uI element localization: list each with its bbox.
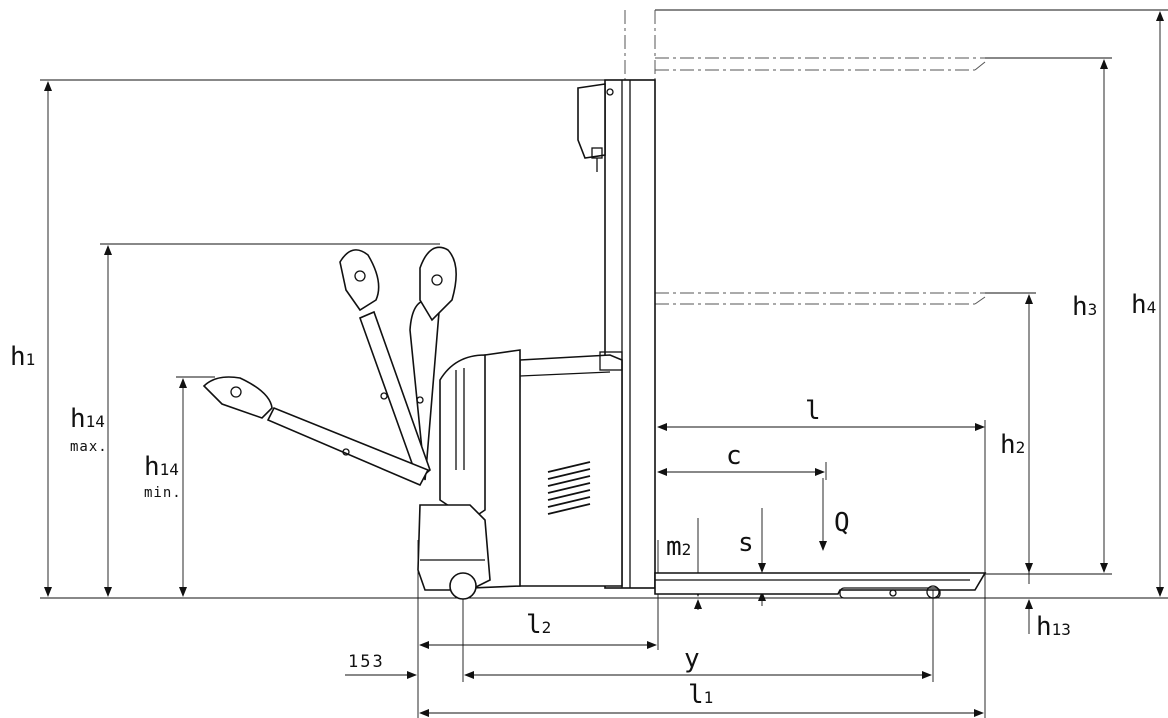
raised-mast-outline xyxy=(624,10,986,80)
mid-fork-outline xyxy=(655,292,986,305)
dimension-y xyxy=(462,585,934,682)
mast-display-unit xyxy=(577,83,614,172)
dimension-h1 xyxy=(40,79,625,597)
label-y: y xyxy=(684,644,700,674)
dimension-c xyxy=(657,462,827,480)
dimension-h2 xyxy=(985,292,1036,573)
dimension-h3 xyxy=(985,57,1112,575)
label-l2: l2 xyxy=(526,610,552,640)
label-l: l xyxy=(805,396,821,426)
tiller-horizontal xyxy=(202,376,430,487)
label-c: c xyxy=(726,441,742,471)
label-h1: h1 xyxy=(10,342,36,372)
label-h14-min: h14 xyxy=(144,452,179,482)
label-l1: l1 xyxy=(688,680,714,710)
forks xyxy=(654,572,987,599)
dimension-l xyxy=(657,420,986,718)
vent-grille xyxy=(547,461,591,515)
label-m2: m2 xyxy=(666,532,692,562)
label-h14-max-note: max. xyxy=(70,439,108,455)
label-h13: h13 xyxy=(1036,612,1071,642)
dimension-h14-max xyxy=(100,243,440,597)
drive-wheel xyxy=(449,572,477,600)
label-h2: h2 xyxy=(1000,430,1026,460)
tiller-vertical xyxy=(409,246,457,481)
label-h3: h3 xyxy=(1072,292,1098,322)
dimension-h14-min xyxy=(176,376,215,597)
label-h14-min-note: min. xyxy=(144,485,182,501)
label-offset-153: 153 xyxy=(348,652,385,672)
tiller-mid xyxy=(339,249,431,482)
label-s: s xyxy=(738,528,754,558)
label-h4: h4 xyxy=(1131,290,1157,320)
label-h14-max: h14 xyxy=(70,404,105,434)
truck-body xyxy=(417,349,623,600)
label-q: Q xyxy=(834,508,850,538)
dimension-h4 xyxy=(655,9,1168,597)
